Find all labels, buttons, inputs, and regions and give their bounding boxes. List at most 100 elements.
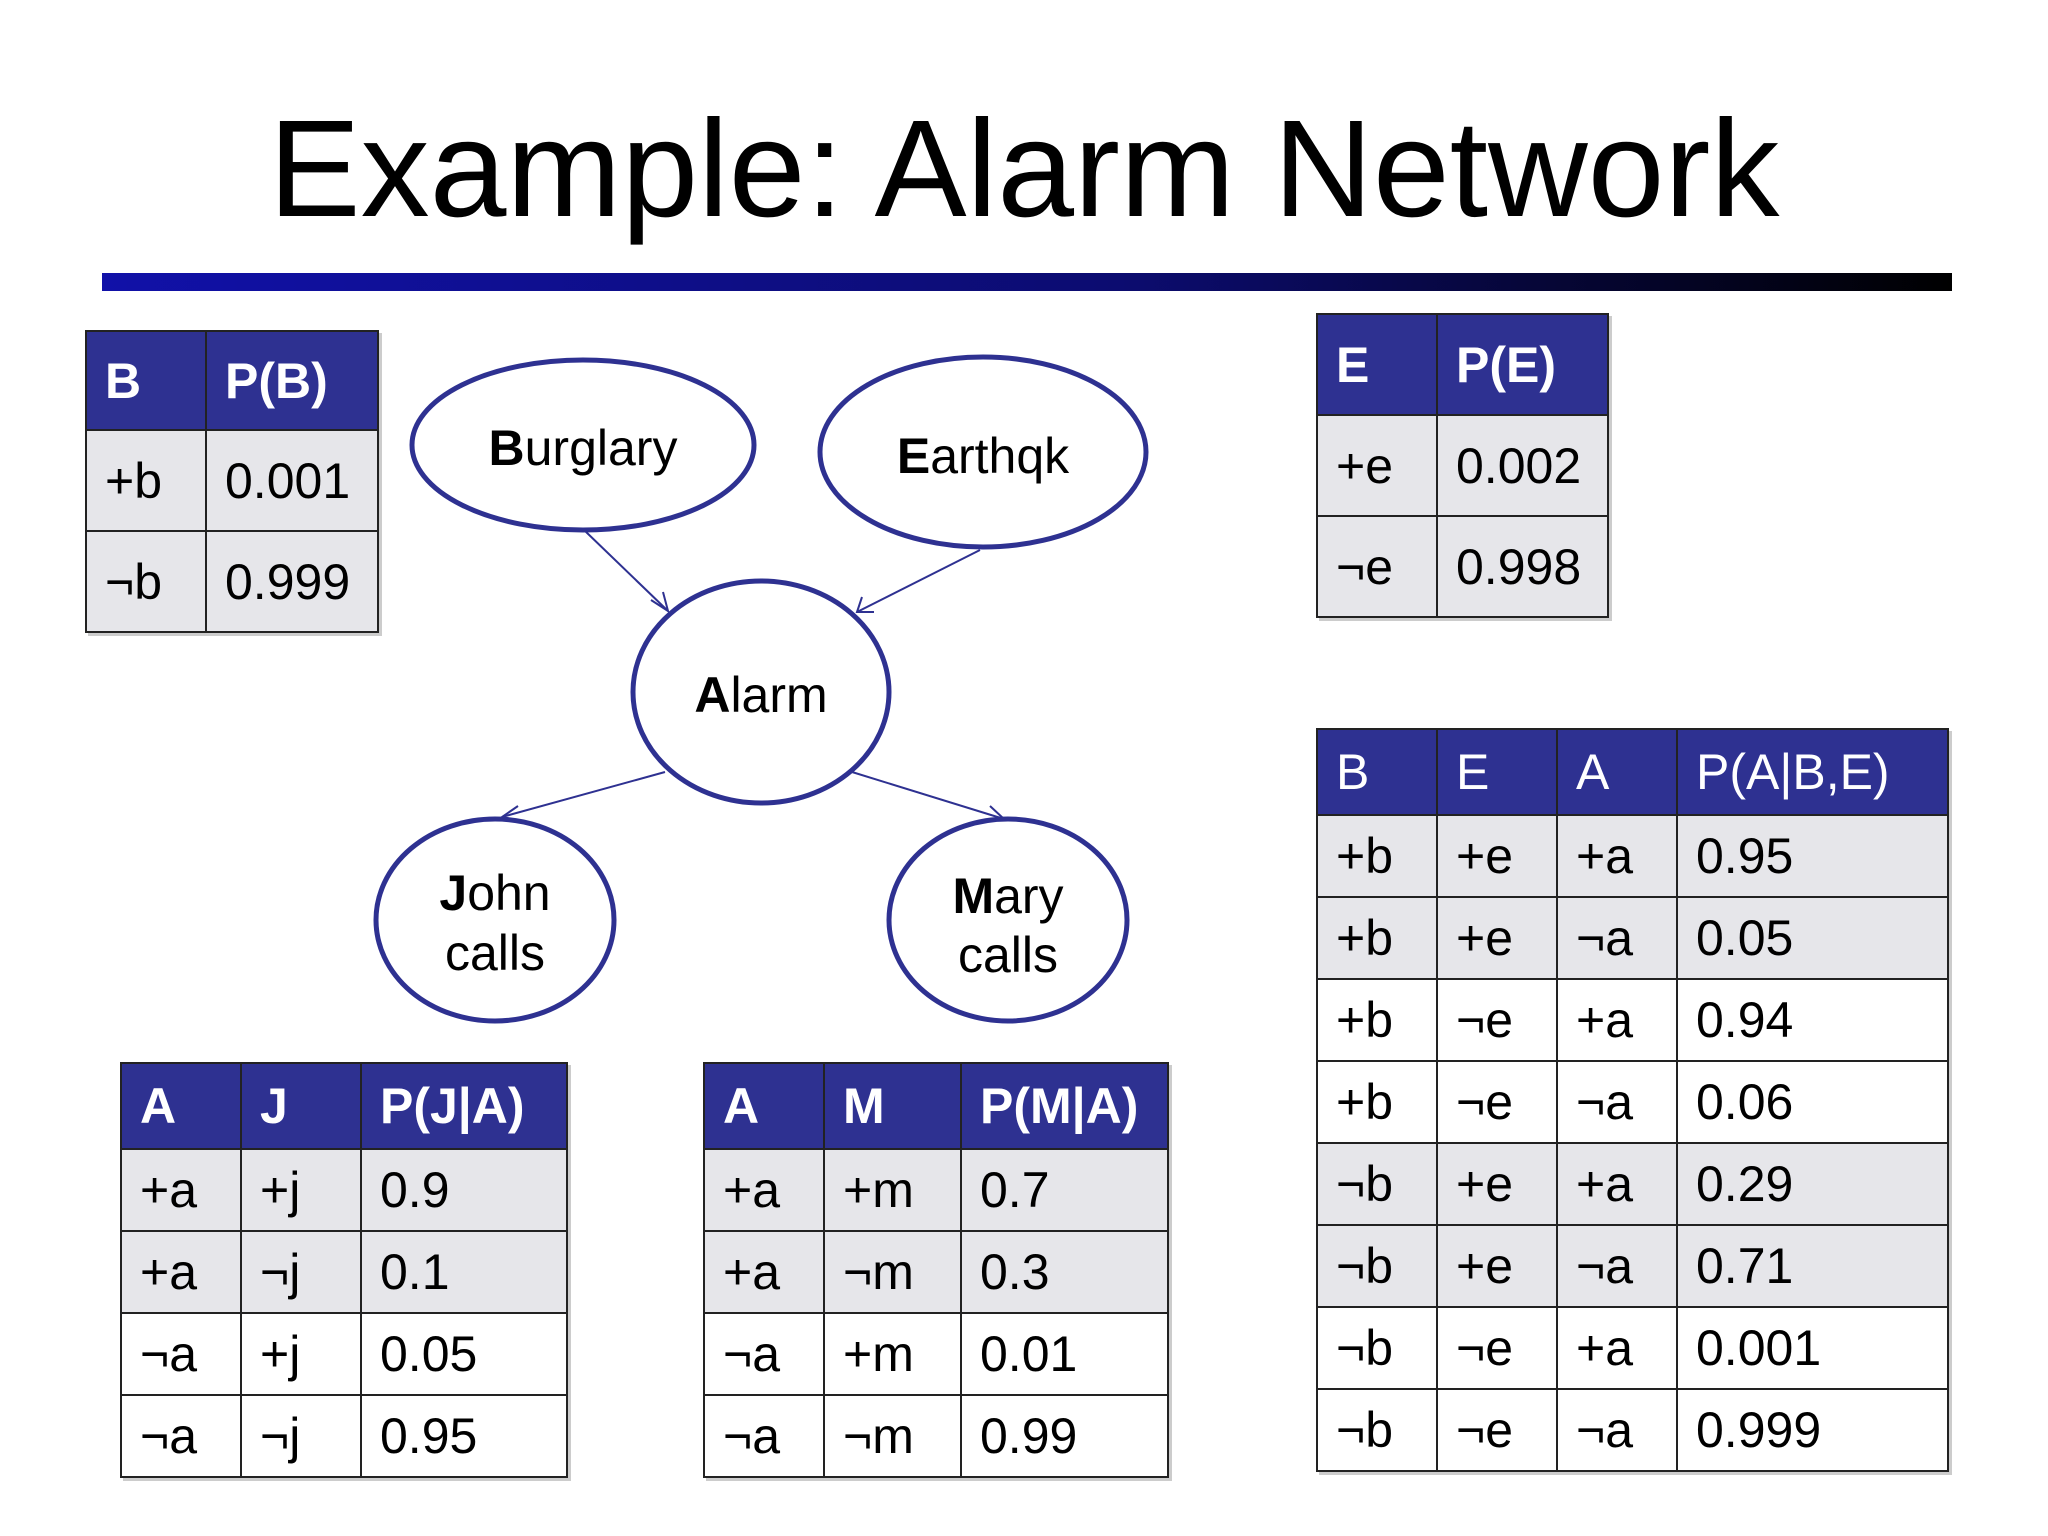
header-cell: P(M|A): [960, 1062, 1169, 1150]
table-cell: +a: [1556, 978, 1678, 1062]
table-pe: E P(E) +e 0.002 ¬e 0.998: [1316, 313, 1609, 618]
table-row: +b 0.001: [85, 429, 379, 532]
table-cell: +a: [703, 1230, 825, 1314]
header-cell: E: [1316, 313, 1438, 416]
table-cell: ¬e: [1436, 978, 1558, 1062]
table-row: ¬b ¬e +a 0.001: [1316, 1306, 1949, 1390]
table-row: +a +m 0.7: [703, 1148, 1169, 1232]
table-cell: ¬m: [823, 1230, 962, 1314]
table-cell: ¬e: [1436, 1306, 1558, 1390]
table-cell: ¬a: [1556, 1060, 1678, 1144]
node-burglary-label: Burglary: [489, 420, 678, 476]
table-pm: A M P(M|A) +a +m 0.7 +a ¬m 0.3 ¬a +m 0.0…: [703, 1062, 1169, 1478]
header-cell: P(A|B,E): [1676, 728, 1949, 816]
table-cell: +b: [1316, 1060, 1438, 1144]
table-cell: ¬e: [1436, 1388, 1558, 1472]
header-cell: A: [703, 1062, 825, 1150]
header-cell: B: [1316, 728, 1438, 816]
table-pa: B E A P(A|B,E) +b +e +a 0.95 +b +e ¬a 0.…: [1316, 728, 1949, 1472]
node-alarm-label: Alarm: [694, 667, 827, 723]
table-cell: +e: [1316, 414, 1438, 517]
header-cell: A: [120, 1062, 242, 1150]
table-row: +b ¬e +a 0.94: [1316, 978, 1949, 1062]
node-mary-calls: [886, 816, 1130, 1024]
table-cell: +a: [1556, 814, 1678, 898]
table-cell: ¬b: [1316, 1142, 1438, 1226]
edge-earthqk-alarm-arrowhead: [855, 596, 874, 613]
table-cell: +b: [1316, 896, 1438, 980]
table-row: +b ¬e ¬a 0.06: [1316, 1060, 1949, 1144]
table-cell: 0.002: [1436, 414, 1609, 517]
table-cell: +e: [1436, 1224, 1558, 1308]
table-cell: +a: [120, 1148, 242, 1232]
header-cell: E: [1436, 728, 1558, 816]
table-row: ¬a ¬j 0.95: [120, 1394, 568, 1478]
table-row: ¬b +e ¬a 0.71: [1316, 1224, 1949, 1308]
table-cell: ¬a: [120, 1312, 242, 1396]
table-cell: ¬a: [703, 1394, 825, 1478]
table-row: ¬a +j 0.05: [120, 1312, 568, 1396]
node-john-calls: [373, 816, 617, 1024]
edge-earthqk-alarm: [856, 549, 981, 613]
header-cell: M: [823, 1062, 962, 1150]
table-cell: +a: [703, 1148, 825, 1232]
node-earthqk-label: Earthqk: [897, 428, 1070, 484]
table-header-row: A M P(M|A): [703, 1062, 1169, 1150]
table-cell: ¬a: [1556, 896, 1678, 980]
table-cell: ¬b: [1316, 1388, 1438, 1472]
table-cell: 0.7: [960, 1148, 1169, 1232]
table-pj: A J P(J|A) +a +j 0.9 +a ¬j 0.1 ¬a +j 0.0…: [120, 1062, 568, 1478]
table-cell: +b: [85, 429, 207, 532]
table-cell: 0.999: [1676, 1388, 1949, 1472]
table-cell: 0.001: [205, 429, 379, 532]
table-cell: 0.05: [1676, 896, 1949, 980]
title-rule: [102, 273, 1952, 291]
header-cell: P(B): [205, 330, 379, 431]
table-cell: +a: [1556, 1306, 1678, 1390]
table-header-row: B P(B): [85, 330, 379, 431]
node-john-calls-label-line2: calls: [445, 925, 545, 981]
table-cell: ¬m: [823, 1394, 962, 1478]
table-cell: +e: [1436, 814, 1558, 898]
table-cell: 0.9: [360, 1148, 568, 1232]
node-burglary: [409, 357, 757, 533]
edge-alarm-mary: [851, 771, 1005, 820]
table-row: +b +e +a 0.95: [1316, 814, 1949, 898]
table-cell: ¬e: [1436, 1060, 1558, 1144]
table-cell: ¬a: [120, 1394, 242, 1478]
table-row: ¬b 0.999: [85, 530, 379, 633]
table-pb: B P(B) +b 0.001 ¬b 0.999: [85, 330, 379, 633]
table-cell: 0.94: [1676, 978, 1949, 1062]
node-earthqk: [817, 354, 1149, 550]
edge-burglary-alarm-arrowhead: [650, 591, 670, 614]
header-cell: P(E): [1436, 313, 1609, 416]
table-row: ¬a +m 0.01: [703, 1312, 1169, 1396]
header-cell: A: [1556, 728, 1678, 816]
table-cell: +e: [1436, 1142, 1558, 1226]
table-cell: 0.01: [960, 1312, 1169, 1396]
table-cell: 0.99: [960, 1394, 1169, 1478]
table-cell: 0.3: [960, 1230, 1169, 1314]
edge-alarm-john: [501, 771, 666, 818]
table-cell: ¬a: [1556, 1388, 1678, 1472]
node-john-calls-label: John: [439, 865, 550, 921]
table-cell: 0.71: [1676, 1224, 1949, 1308]
table-cell: +m: [823, 1312, 962, 1396]
table-cell: 0.999: [205, 530, 379, 633]
table-cell: ¬j: [240, 1230, 362, 1314]
table-header-row: E P(E): [1316, 313, 1609, 416]
page-title: Example: Alarm Network: [268, 92, 1780, 246]
node-mary-calls-label: Mary: [952, 868, 1063, 924]
table-cell: +b: [1316, 978, 1438, 1062]
table-cell: ¬b: [1316, 1306, 1438, 1390]
table-row: +a ¬j 0.1: [120, 1230, 568, 1314]
table-cell: +b: [1316, 814, 1438, 898]
table-cell: +j: [240, 1148, 362, 1232]
table-cell: 0.95: [360, 1394, 568, 1478]
table-cell: 0.29: [1676, 1142, 1949, 1226]
table-cell: +a: [120, 1230, 242, 1314]
header-cell: J: [240, 1062, 362, 1150]
table-header-row: A J P(J|A): [120, 1062, 568, 1150]
table-cell: 0.05: [360, 1312, 568, 1396]
